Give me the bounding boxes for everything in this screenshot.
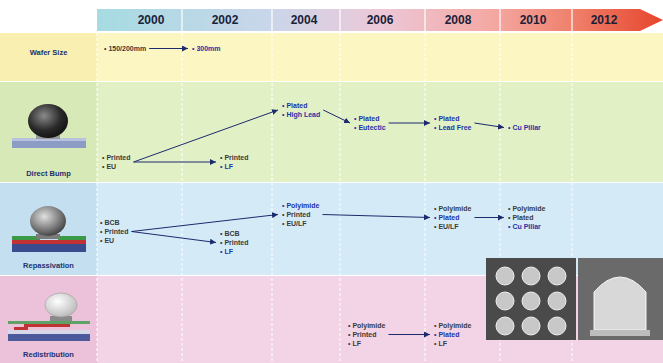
row-band: Wafer Size • 150/200mm • 300mm [0, 33, 663, 81]
year-label: 2004 [291, 13, 318, 27]
year-label: 2012 [591, 13, 618, 27]
list-item: • Printed [282, 210, 319, 219]
list-item: • LF [434, 339, 471, 348]
process-list: • Polyimide• Printed• LF [346, 320, 387, 349]
process-list: • Polyimide• Plated• LF [432, 320, 473, 349]
process-list: • Polyimide• Plated• EU/LF [432, 203, 473, 232]
list-item: • Cu Pillar [508, 123, 541, 132]
connector-arrow [474, 123, 504, 128]
list-item: • Printed [348, 330, 385, 339]
list-item: • Polyimide [282, 201, 319, 210]
list-item: • Plated [434, 213, 471, 222]
list-item: • Plated [354, 114, 386, 123]
row-title: Wafer Size [0, 48, 97, 57]
list-item: • BCB [220, 229, 249, 238]
list-item: • Polyimide [434, 204, 471, 213]
year-label: 2006 [367, 13, 394, 27]
label-cell [0, 82, 97, 182]
wafer-band [0, 33, 663, 81]
list-item: • LF [220, 162, 249, 171]
label-cell [0, 276, 97, 363]
process-list: • Polyimide• Plated• Cu Pillar [506, 203, 547, 232]
list-item: • Polyimide [508, 204, 545, 213]
year-label: 2008 [445, 13, 472, 27]
process-list: • BCB• Printed• LF [218, 228, 251, 257]
connector-arrow [389, 123, 430, 124]
list-item: • BCB [100, 218, 129, 227]
connector-arrow [132, 215, 278, 232]
connector-arrow [388, 334, 430, 335]
row-title: Direct Bump [0, 169, 97, 178]
list-item: • 150/200mm [104, 44, 146, 53]
list-item: • Plated [434, 114, 471, 123]
connector-arrow [132, 232, 216, 243]
bump-band [0, 82, 663, 182]
connector-arrow [134, 162, 216, 163]
process-list: • BCB• Printed• EU [98, 217, 131, 246]
redistribution-figure [8, 293, 90, 341]
list-item: • Plated [282, 101, 320, 110]
process-list: • 300mm [190, 43, 223, 54]
row-title: Repassivation [0, 261, 97, 270]
row-band: Direct Bump• Printed• EU• Printed• LF• P… [0, 82, 663, 182]
connector-arrow [323, 110, 350, 123]
cu-pillar-photo [486, 258, 663, 340]
list-item: • 300mm [192, 44, 221, 53]
process-list: • Printed• EU [100, 152, 133, 172]
row-band: Repassivation• BCB• Printed• EU• BCB• Pr… [0, 183, 663, 275]
list-item: • High Lead [282, 110, 320, 119]
year-label: 2002 [212, 13, 239, 27]
list-item: • EU/LF [434, 222, 471, 231]
year-label: 2010 [520, 13, 547, 27]
list-item: • EU/LF [282, 219, 319, 228]
label-cell [0, 183, 97, 275]
list-item: • Polyimide [434, 321, 471, 330]
list-item: • Plated [508, 213, 545, 222]
list-item: • Printed [220, 153, 249, 162]
process-list: • Plated• High Lead [280, 100, 322, 120]
list-item: • EU [100, 236, 129, 245]
label-cell [0, 33, 97, 81]
list-item: • Printed [100, 227, 129, 236]
list-item: • Eutectic [354, 123, 386, 132]
process-list: • Printed• LF [218, 152, 251, 172]
year-label: 2000 [138, 13, 165, 27]
row-title: Redistribution [0, 350, 97, 359]
list-item: • EU [102, 162, 131, 171]
list-item: • Plated [434, 330, 471, 339]
connector-arrow [149, 48, 188, 49]
process-list: • Plated• Eutectic [352, 113, 388, 133]
list-item: • LF [220, 247, 249, 256]
connector-arrow [322, 215, 430, 218]
header-dividers [182, 9, 572, 31]
repassivation-figure [12, 206, 86, 252]
connector-arrow [134, 110, 278, 162]
list-item: • Printed [220, 238, 249, 247]
list-item: • Printed [102, 153, 131, 162]
row-band: Redistribution• Polyimide• Printed• LF• … [0, 276, 663, 363]
timeline-arrow [97, 9, 663, 31]
process-list: • 150/200mm [102, 43, 148, 54]
list-item: • LF [348, 339, 385, 348]
process-list: • Polyimide• Printed• EU/LF [280, 200, 321, 229]
list-item: • Lead Free [434, 123, 471, 132]
process-list: • Plated• Lead Free [432, 113, 473, 133]
list-item: • Cu Pillar [508, 222, 545, 231]
list-item: • Polyimide [348, 321, 385, 330]
connector-arrow [474, 217, 504, 218]
direct-bump-figure [12, 104, 86, 148]
process-list: • Cu Pillar [506, 122, 543, 133]
